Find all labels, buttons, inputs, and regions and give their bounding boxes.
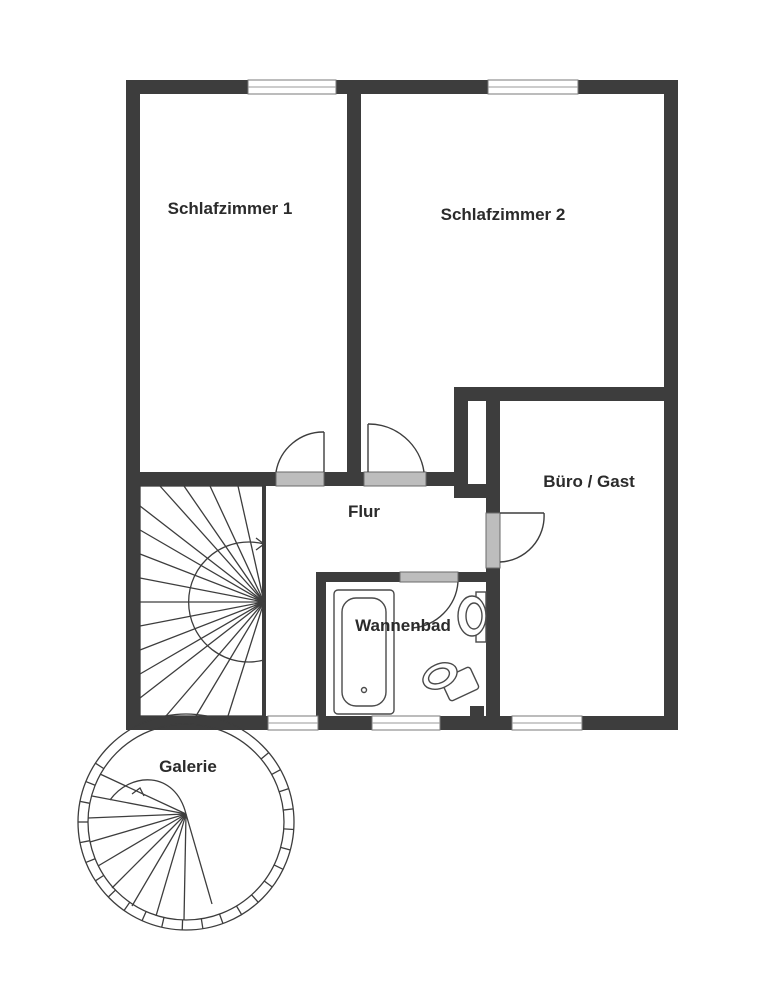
baluster xyxy=(200,918,204,929)
staircase xyxy=(139,485,266,717)
baluster xyxy=(218,913,224,924)
doors xyxy=(275,423,545,629)
baluster xyxy=(251,894,259,903)
door-schlafzimmer1 xyxy=(275,431,325,487)
baluster xyxy=(141,911,147,921)
baluster xyxy=(79,800,90,804)
label-flur: Flur xyxy=(348,502,380,521)
baluster xyxy=(85,858,96,864)
door-wannenbad xyxy=(399,571,459,629)
baluster xyxy=(260,752,270,760)
label-schlafzimmer1: Schlafzimmer 1 xyxy=(168,199,293,218)
label-schlafzimmer2: Schlafzimmer 2 xyxy=(441,205,566,224)
toilet xyxy=(422,662,480,702)
baluster xyxy=(123,901,131,911)
bathtub xyxy=(333,589,395,715)
baluster xyxy=(271,769,281,776)
baluster xyxy=(107,889,116,898)
label-galerie: Galerie xyxy=(159,757,217,776)
baluster xyxy=(280,846,291,851)
door-schlafzimmer2 xyxy=(363,423,427,487)
baluster xyxy=(95,762,105,770)
window-wannenbad xyxy=(371,715,441,731)
washbasin xyxy=(457,591,487,643)
baluster xyxy=(263,880,273,888)
baluster xyxy=(279,788,289,793)
window-flur xyxy=(267,715,319,731)
label-buero: Büro / Gast xyxy=(543,472,635,491)
baluster xyxy=(283,808,294,811)
baluster xyxy=(273,864,284,870)
label-wannenbad: Wannenbad xyxy=(355,616,451,635)
window-buero xyxy=(511,715,583,731)
baluster xyxy=(85,780,96,786)
baluster xyxy=(235,905,243,915)
baluster xyxy=(79,840,90,844)
baluster xyxy=(95,874,105,882)
room-labels: Schlafzimmer 1 Schlafzimmer 2 Büro / Gas… xyxy=(159,199,635,776)
window-schlafzimmer2 xyxy=(487,79,579,95)
window-schlafzimmer1 xyxy=(247,79,337,95)
door-buero xyxy=(485,512,545,569)
bathroom-fixtures xyxy=(333,589,487,718)
windows xyxy=(247,79,583,731)
galerie-spiral-stair xyxy=(77,713,295,931)
baluster xyxy=(161,917,165,928)
baluster xyxy=(283,828,294,831)
